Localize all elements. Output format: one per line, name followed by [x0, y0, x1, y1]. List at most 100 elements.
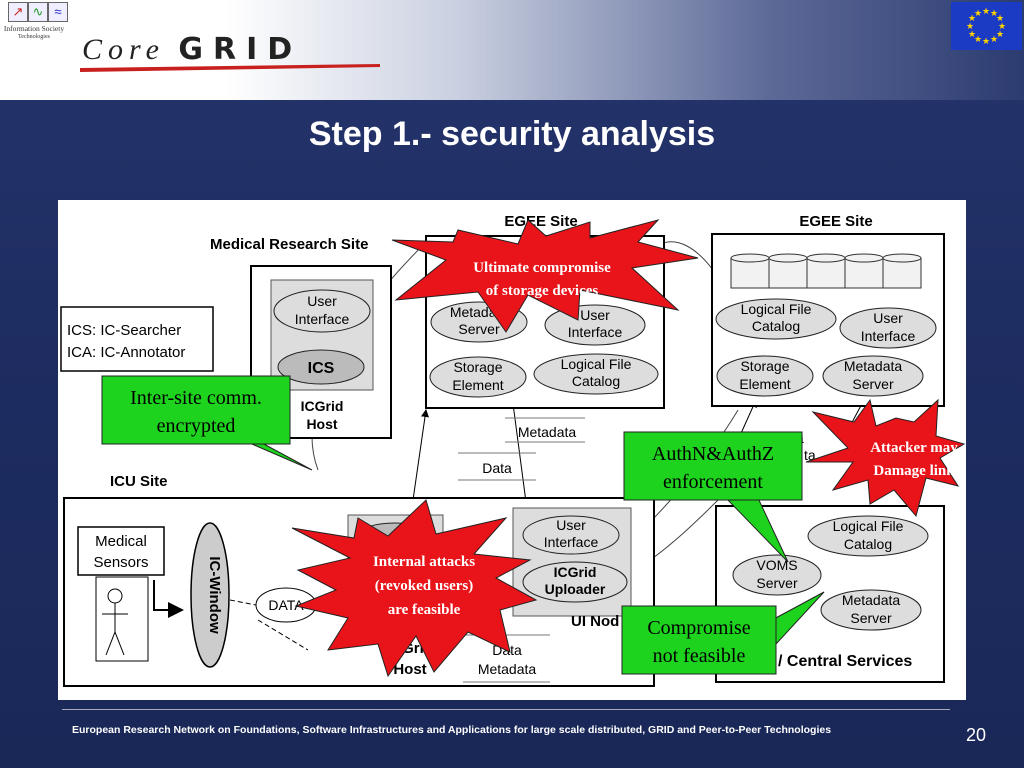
svg-text:Storage: Storage	[453, 359, 502, 375]
icu-site-label: ICU Site	[110, 473, 168, 490]
svg-text:ICS: ICS	[308, 360, 335, 377]
legend-ics: ICS: IC-Searcher	[67, 322, 181, 339]
svg-text:Interface: Interface	[544, 534, 599, 550]
svg-text:Host: Host	[393, 661, 426, 678]
medical-sensors-box	[77, 526, 165, 576]
svg-text:Logical File: Logical File	[833, 518, 904, 534]
cs-logical-file-catalog	[807, 515, 929, 557]
cs-voms-server	[732, 554, 822, 596]
svg-text:Ultimate compromise: Ultimate compromise	[473, 260, 611, 276]
svg-text:User: User	[307, 293, 337, 309]
svg-text:★: ★	[990, 8, 998, 18]
svg-text:enforcement: enforcement	[663, 471, 763, 493]
svg-text:Catalog: Catalog	[572, 373, 620, 389]
ist-logo: ↗ ∿ ≈ Information Society Technologies	[2, 2, 68, 42]
svg-text:Metadata: Metadata	[842, 592, 901, 608]
svg-text:★: ★	[968, 13, 976, 23]
svg-text:Uploader: Uploader	[545, 581, 606, 597]
svg-text:Damage link: Damage link	[873, 463, 955, 479]
egee-site-2-label: EGEE Site	[799, 213, 872, 230]
patient-box	[95, 576, 149, 662]
egee2-metadata-server	[822, 355, 924, 397]
svg-text:★: ★	[982, 36, 990, 46]
ist-caption-line1: Information Society	[3, 24, 65, 33]
icu-user-interface	[522, 515, 620, 555]
med-icgrid-host: ICGrid	[301, 398, 344, 414]
callout-internal-attacks: Internal attacks (revoked users) are fea…	[291, 499, 538, 678]
svg-text:Metadata: Metadata	[478, 661, 537, 677]
icgrid-uploader	[522, 561, 628, 603]
flow-data-label: Data	[482, 460, 512, 476]
svg-text:Element: Element	[452, 377, 503, 393]
cs-metadata-server	[820, 589, 922, 631]
legend-ica: ICA: IC-Annotator	[67, 344, 185, 361]
eu-flag: ★★★ ★★★ ★★★ ★★★	[951, 2, 1022, 50]
egee-site-1-label: EGEE Site	[504, 213, 577, 230]
svg-text:VOMS: VOMS	[756, 557, 797, 573]
svg-text:Interface: Interface	[295, 311, 350, 327]
eu-stars-icon: ★★★ ★★★ ★★★ ★★★	[966, 6, 1006, 46]
svg-text:Logical File: Logical File	[741, 301, 812, 317]
diagram-panel: Medical Research Site User Interface ICS…	[58, 200, 966, 700]
arrow-data-storage	[412, 409, 429, 501]
svg-text:DATA: DATA	[268, 597, 304, 613]
svg-text:ICGrid: ICGrid	[554, 564, 597, 580]
svg-text:of storage devices: of storage devices	[486, 283, 599, 299]
svg-text:★: ★	[982, 6, 990, 16]
waves-icon: ≈	[48, 2, 68, 22]
wave-icon: ∿	[28, 2, 48, 22]
svg-text:User: User	[580, 307, 610, 323]
svg-text:Host: Host	[306, 416, 337, 432]
svg-text:★: ★	[974, 34, 982, 44]
coregrid-logo: Core GRID	[82, 32, 302, 67]
callout-intersite-encrypted: Inter-site comm. encrypted	[101, 375, 313, 471]
svg-text:Server: Server	[756, 575, 798, 591]
footer-text: European Research Network on Foundations…	[72, 724, 832, 736]
svg-text:Medical: Medical	[95, 533, 147, 550]
logo-core-text: Core	[82, 33, 165, 66]
svg-text:Logical File: Logical File	[561, 356, 632, 372]
svg-text:Interface: Interface	[861, 328, 916, 344]
egee1-logical-file-catalog	[533, 353, 659, 395]
medical-site-label: Medical Research Site	[210, 236, 368, 253]
callout-attacker-damage: Attacker may Damage link	[805, 398, 966, 518]
flow-metadata-label: Metadata	[518, 424, 577, 440]
svg-text:IC-Window: IC-Window	[206, 556, 223, 634]
svg-text:AuthN&AuthZ: AuthN&AuthZ	[652, 443, 774, 465]
callout-compromise-not-feasible: Compromise not feasible	[621, 591, 825, 675]
svg-text:Server: Server	[852, 376, 894, 392]
svg-text:Storage: Storage	[740, 358, 789, 374]
svg-text:★: ★	[996, 29, 1004, 39]
svg-text:Attacker may: Attacker may	[870, 440, 958, 456]
svg-text:encrypted: encrypted	[157, 415, 236, 437]
svg-text:Server: Server	[458, 321, 500, 337]
legend-box	[60, 306, 214, 372]
svg-text:Compromise: Compromise	[647, 617, 750, 639]
egee1-storage-element	[429, 356, 527, 398]
svg-text:are feasible: are feasible	[388, 602, 461, 618]
svg-text:Sensors: Sensors	[93, 554, 148, 571]
med-ics	[277, 349, 365, 385]
svg-text:Internal attacks: Internal attacks	[373, 554, 475, 570]
svg-text:★: ★	[966, 21, 974, 31]
callout-ultimate-compromise: Ultimate compromise of storage devices	[391, 219, 699, 333]
egee2-user-interface	[839, 307, 937, 349]
svg-text:★: ★	[998, 21, 1006, 31]
med-user-interface	[273, 289, 371, 333]
svg-text:(revoked users): (revoked users)	[375, 578, 473, 594]
svg-text:★: ★	[996, 13, 1004, 23]
person-icon	[102, 588, 128, 656]
svg-text:★: ★	[968, 29, 976, 39]
arrow-sensors-window	[153, 580, 184, 618]
flow-data-right: ta	[804, 447, 816, 463]
svg-text:User: User	[556, 517, 586, 533]
page-number: 20	[966, 725, 987, 745]
svg-text:Server: Server	[850, 610, 892, 626]
svg-text:★: ★	[974, 8, 982, 18]
architecture-diagram: Medical Research Site User Interface ICS…	[60, 213, 966, 687]
ic-window	[190, 522, 230, 668]
header-band	[0, 0, 1024, 100]
svg-text:★: ★	[990, 34, 998, 44]
egee2-logical-file-catalog	[715, 298, 837, 340]
ist-caption-line2: Technologies	[18, 34, 50, 40]
